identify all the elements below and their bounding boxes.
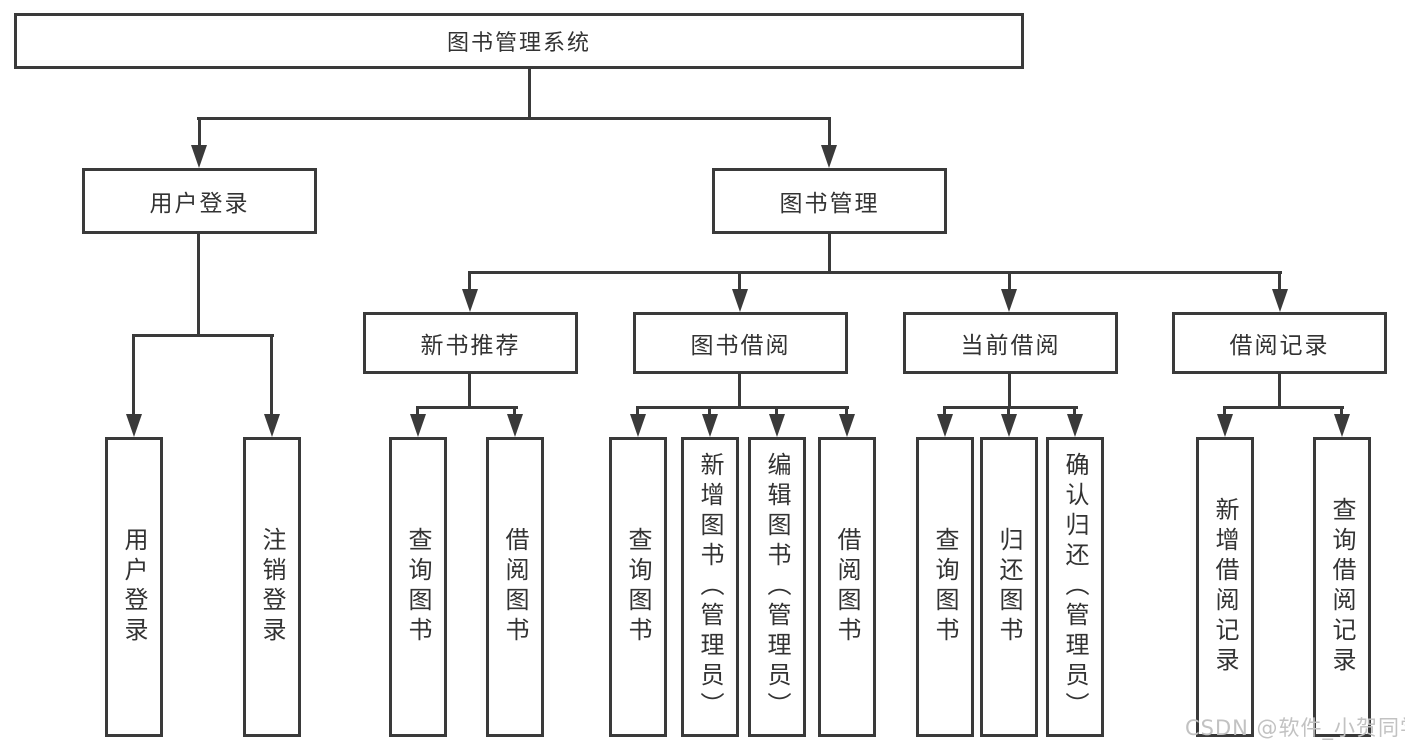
connector-line bbox=[1007, 409, 1010, 417]
connector-line bbox=[1223, 409, 1226, 417]
node-user-login-label: 用户登录 bbox=[149, 191, 250, 217]
connector-line bbox=[132, 337, 135, 416]
connector-line bbox=[198, 120, 201, 148]
node-book-borrowing: 图书借阅 bbox=[633, 312, 848, 374]
csdn-watermark: CSDN @软件_小贺同学 bbox=[1185, 716, 1405, 740]
leaf-logout: 注销登录 bbox=[243, 437, 301, 737]
node-user-login: 用户登录 bbox=[82, 168, 317, 234]
node-book-borrowing-label: 图书借阅 bbox=[690, 333, 791, 359]
leaf-user-login: 用户登录 bbox=[105, 437, 163, 737]
leaf-rec-query-books-label: 查询图书 bbox=[404, 527, 432, 647]
connector-line bbox=[828, 234, 831, 274]
node-book-management-label: 图书管理 bbox=[779, 191, 880, 217]
connector-line bbox=[845, 409, 848, 417]
connector-line bbox=[636, 406, 849, 409]
connector-line bbox=[708, 409, 711, 417]
connector-line bbox=[828, 120, 831, 148]
leaf-br-add-record: 新增借阅记录 bbox=[1196, 437, 1254, 737]
leaf-bb-query-books: 查询图书 bbox=[609, 437, 667, 737]
leaf-bb-borrow-books-label: 借阅图书 bbox=[833, 527, 861, 647]
arrowhead-down bbox=[462, 289, 478, 312]
connector-line bbox=[1340, 409, 1343, 417]
leaf-user-login-label: 用户登录 bbox=[120, 527, 148, 647]
connector-line bbox=[468, 274, 471, 292]
node-new-book-recommend: 新书推荐 bbox=[363, 312, 578, 374]
connector-line bbox=[738, 274, 741, 292]
connector-line bbox=[943, 409, 946, 417]
arrowhead-down bbox=[732, 289, 748, 312]
connector-line bbox=[197, 234, 200, 337]
arrowhead-down bbox=[769, 414, 785, 437]
node-new-book-recommend-label: 新书推荐 bbox=[420, 333, 521, 359]
connector-line bbox=[943, 406, 1078, 409]
connector-line bbox=[1278, 374, 1281, 409]
leaf-cb-query-books-label: 查询图书 bbox=[931, 527, 959, 647]
node-borrowing-records-label: 借阅记录 bbox=[1229, 333, 1330, 359]
node-library-system: 图书管理系统 bbox=[14, 13, 1024, 69]
arrowhead-down bbox=[264, 414, 280, 437]
leaf-br-query-record: 查询借阅记录 bbox=[1313, 437, 1371, 737]
connector-line bbox=[416, 406, 518, 409]
node-library-system-label: 图书管理系统 bbox=[446, 31, 591, 56]
connector-line bbox=[132, 334, 274, 337]
leaf-rec-query-books: 查询图书 bbox=[389, 437, 447, 737]
leaf-bb-add-books-admin: 新增图书（管理员） bbox=[681, 437, 739, 737]
arrowhead-down bbox=[126, 414, 142, 437]
node-book-management: 图书管理 bbox=[712, 168, 947, 234]
arrowhead-down bbox=[507, 414, 523, 437]
connector-line bbox=[738, 374, 741, 409]
leaf-bb-edit-books-admin-label: 编辑图书（管理员） bbox=[763, 452, 791, 722]
arrowhead-down bbox=[1272, 289, 1288, 312]
node-current-borrowing-label: 当前借阅 bbox=[960, 333, 1061, 359]
connector-line bbox=[468, 374, 471, 409]
leaf-rec-borrow-books-label: 借阅图书 bbox=[501, 527, 529, 647]
arrowhead-down bbox=[630, 414, 646, 437]
connector-line bbox=[197, 117, 831, 120]
arrowhead-down bbox=[839, 414, 855, 437]
leaf-bb-borrow-books: 借阅图书 bbox=[818, 437, 876, 737]
connector-line bbox=[1278, 274, 1281, 292]
arrowhead-down bbox=[1001, 289, 1017, 312]
arrowhead-down bbox=[821, 145, 837, 168]
leaf-bb-edit-books-admin: 编辑图书（管理员） bbox=[748, 437, 806, 737]
connector-line bbox=[636, 409, 639, 417]
leaf-bb-add-books-admin-label: 新增图书（管理员） bbox=[696, 452, 724, 722]
arrowhead-down bbox=[1001, 414, 1017, 437]
leaf-cb-query-books: 查询图书 bbox=[916, 437, 974, 737]
leaf-br-query-record-label: 查询借阅记录 bbox=[1328, 497, 1356, 677]
connector-line bbox=[1223, 406, 1344, 409]
arrowhead-down bbox=[937, 414, 953, 437]
arrowhead-down bbox=[1334, 414, 1350, 437]
connector-line bbox=[1008, 274, 1011, 292]
node-current-borrowing: 当前借阅 bbox=[903, 312, 1118, 374]
connector-line bbox=[270, 337, 273, 416]
connector-line bbox=[513, 409, 516, 417]
leaf-bb-query-books-label: 查询图书 bbox=[624, 527, 652, 647]
node-borrowing-records: 借阅记录 bbox=[1172, 312, 1387, 374]
arrowhead-down bbox=[191, 145, 207, 168]
arrowhead-down bbox=[702, 414, 718, 437]
connector-line bbox=[468, 271, 1282, 274]
connector-line bbox=[1008, 374, 1011, 409]
arrowhead-down bbox=[1217, 414, 1233, 437]
leaf-cb-confirm-return-admin-label: 确认归还（管理员） bbox=[1061, 452, 1089, 722]
connector-line bbox=[528, 69, 531, 120]
leaf-logout-label: 注销登录 bbox=[258, 527, 286, 647]
leaf-cb-return-books-label: 归还图书 bbox=[995, 527, 1023, 647]
leaf-cb-confirm-return-admin: 确认归还（管理员） bbox=[1046, 437, 1104, 737]
connector-line bbox=[775, 409, 778, 417]
leaf-br-add-record-label: 新增借阅记录 bbox=[1211, 497, 1239, 677]
leaf-rec-borrow-books: 借阅图书 bbox=[486, 437, 544, 737]
connector-line bbox=[1073, 409, 1076, 417]
leaf-cb-return-books: 归还图书 bbox=[980, 437, 1038, 737]
arrowhead-down bbox=[1067, 414, 1083, 437]
arrowhead-down bbox=[410, 414, 426, 437]
connector-line bbox=[416, 409, 419, 417]
